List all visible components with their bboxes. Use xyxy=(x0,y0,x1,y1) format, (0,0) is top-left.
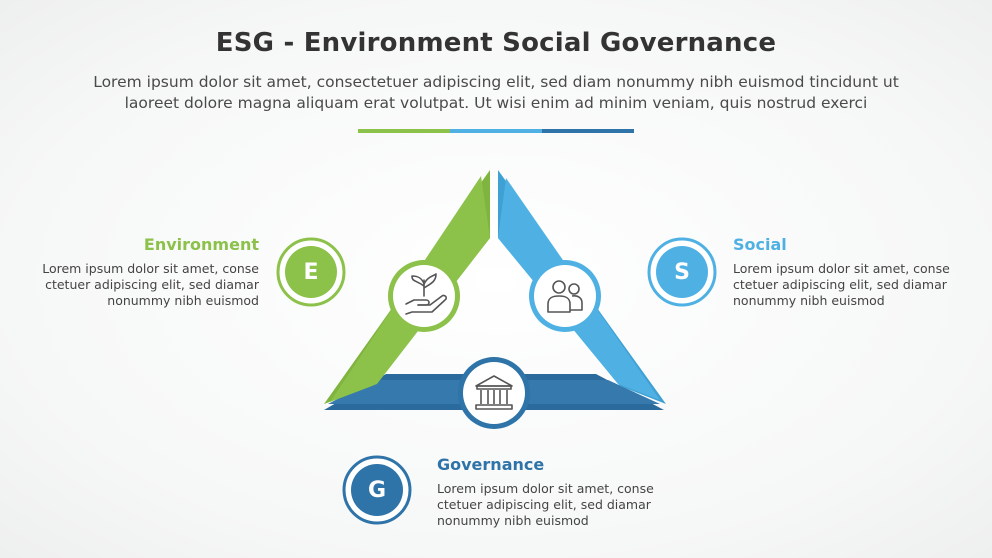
social-desc-line-1: Lorem ipsum dolor sit amet, conse xyxy=(733,261,950,276)
social-description: Lorem ipsum dolor sit amet, conse ctetue… xyxy=(733,261,963,309)
environment-desc-line-1: Lorem ipsum dolor sit amet, conse xyxy=(42,261,259,276)
governance-letter-badge: G xyxy=(367,477,387,503)
governance-letter-ring xyxy=(342,455,412,525)
divider-darkblue xyxy=(542,129,634,133)
governance-desc-line-3: nonummy nibh euismod xyxy=(437,513,589,528)
social-desc-line-3: nonummy nibh euismod xyxy=(733,293,885,308)
environment-desc-line-3: nonummy nibh euismod xyxy=(107,293,259,308)
social-letter-ring xyxy=(647,237,717,307)
environment-icon-circle xyxy=(388,260,460,332)
governance-title: Governance xyxy=(437,455,545,474)
governance-icon-circle xyxy=(458,357,530,429)
governance-desc-line-1: Lorem ipsum dolor sit amet, conse xyxy=(437,481,654,496)
environment-desc-line-2: ctetuer adipiscing elit, sed diamar xyxy=(45,277,259,292)
page-title: ESG - Environment Social Governance xyxy=(215,28,777,58)
social-desc-line-2: ctetuer adipiscing elit, sed diamar xyxy=(733,277,947,292)
environment-letter-ring xyxy=(276,237,346,307)
bank-building-icon xyxy=(475,375,513,410)
divider-lightblue xyxy=(450,129,542,133)
subtitle-line-1: Lorem ipsum dolor sit amet, consectetuer… xyxy=(93,73,899,91)
subtitle-line-2: laoreet dolore magna aliquam erat volutp… xyxy=(124,94,868,112)
people-icon xyxy=(547,280,583,313)
environment-title: Environment xyxy=(143,235,259,254)
governance-description: Lorem ipsum dolor sit amet, conse ctetue… xyxy=(437,481,667,529)
environment-description: Lorem ipsum dolor sit amet, conse ctetue… xyxy=(29,261,259,309)
social-title: Social xyxy=(733,235,787,254)
environment-letter-badge: E xyxy=(303,259,319,285)
divider-green xyxy=(358,129,450,133)
social-letter-badge: S xyxy=(674,259,690,285)
page-subtitle: Lorem ipsum dolor sit amet, consectetuer… xyxy=(60,72,932,114)
governance-desc-line-2: ctetuer adipiscing elit, sed diamar xyxy=(437,497,651,512)
hand-plant-icon xyxy=(405,273,448,315)
title-divider xyxy=(358,129,634,133)
social-icon-circle xyxy=(529,260,601,332)
